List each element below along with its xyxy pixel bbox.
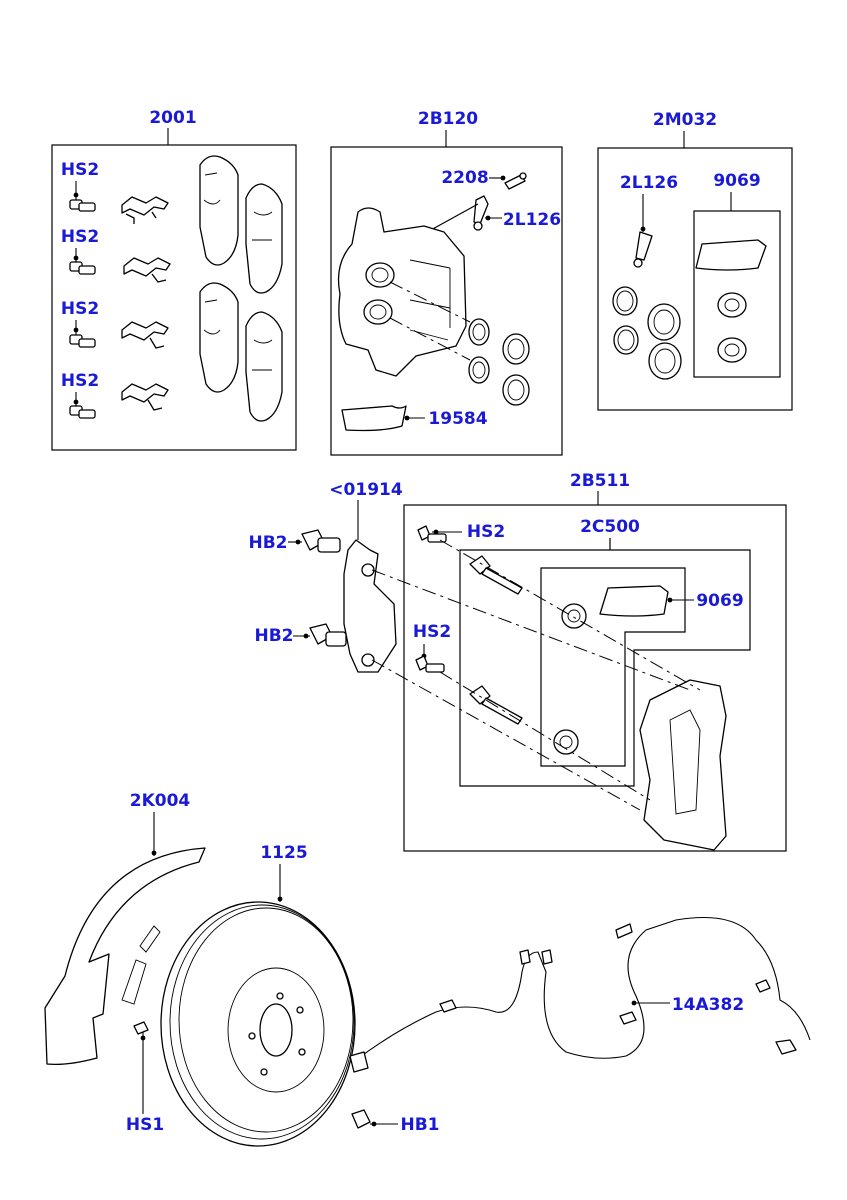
sensor-group: 14A382 <box>349 917 811 1073</box>
brake-pads <box>199 155 283 422</box>
caliper-body <box>337 207 467 377</box>
bracket-group: <01914 HB2 HB2 2B511 HS2 HS2 2C500 9069 <box>248 471 787 852</box>
grease-label-b[interactable]: 9069 <box>696 591 743 611</box>
shim-plate <box>343 539 397 673</box>
abs-sensor-cable <box>355 917 811 1061</box>
hs2-label-d[interactable]: HS2 <box>61 371 99 391</box>
splash-shield <box>44 847 206 1066</box>
caliper-carrier <box>639 679 727 851</box>
caliper-seals <box>468 318 530 406</box>
hs2-label-c[interactable]: HS2 <box>61 299 99 319</box>
disc-group: 1125 HB1 <box>160 843 440 1147</box>
seal-cap-label[interactable]: 2L126 <box>620 173 678 193</box>
hb2-label-b[interactable]: HB2 <box>254 626 293 646</box>
seal-kit-box <box>597 147 793 411</box>
hb2-label-a[interactable]: HB2 <box>248 533 287 553</box>
pin-kit-label[interactable]: 2C500 <box>580 517 640 537</box>
bracket-assy-label[interactable]: 2B511 <box>570 471 630 491</box>
caliper-kit-box <box>330 146 563 456</box>
sensor-label[interactable]: 14A382 <box>672 995 744 1015</box>
grease-pack-label[interactable]: 19584 <box>428 409 487 429</box>
grease-label-a[interactable]: 9069 <box>713 171 760 191</box>
hs2-label-b[interactable]: HS2 <box>61 227 99 247</box>
hs2-label-f[interactable]: HS2 <box>413 622 451 642</box>
shim-plate-label[interactable]: <01914 <box>329 480 403 500</box>
pad-screws <box>69 181 96 419</box>
seal-rings <box>612 286 682 380</box>
brake-disc <box>160 901 356 1147</box>
grease-pack-9069-a <box>695 239 767 271</box>
seal-kit-label[interactable]: 2M032 <box>653 110 717 130</box>
pad-kit-box <box>51 144 297 451</box>
disc-label[interactable]: 1125 <box>260 843 307 863</box>
bleed-cap-label[interactable]: 2L126 <box>503 210 561 230</box>
bleed-screw-label[interactable]: 2208 <box>441 168 488 188</box>
caliper-kit-group: 2B120 2208 2L126 19584 <box>330 109 563 456</box>
hs2-label-a[interactable]: HS2 <box>61 160 99 180</box>
shield-group: 2K004 HS1 <box>44 791 206 1135</box>
grease-pack-19584 <box>341 405 407 432</box>
pad-clips <box>121 196 171 411</box>
pad-kit-group: 2001 HS2 HS2 HS2 HS2 <box>51 108 297 451</box>
bracket-assy-box <box>403 504 787 852</box>
seal-kit-group: 2M032 2L126 9069 <box>597 110 793 411</box>
hb1-label[interactable]: HB1 <box>400 1115 439 1135</box>
hs2-label-e[interactable]: HS2 <box>467 522 505 542</box>
grease-pack-9069-b <box>599 585 669 617</box>
pad-kit-label[interactable]: 2001 <box>149 108 196 128</box>
shield-label[interactable]: 2K004 <box>130 791 191 811</box>
guide-pins <box>469 555 587 755</box>
caliper-kit-label[interactable]: 2B120 <box>418 109 478 129</box>
hs1-label[interactable]: HS1 <box>126 1115 164 1135</box>
